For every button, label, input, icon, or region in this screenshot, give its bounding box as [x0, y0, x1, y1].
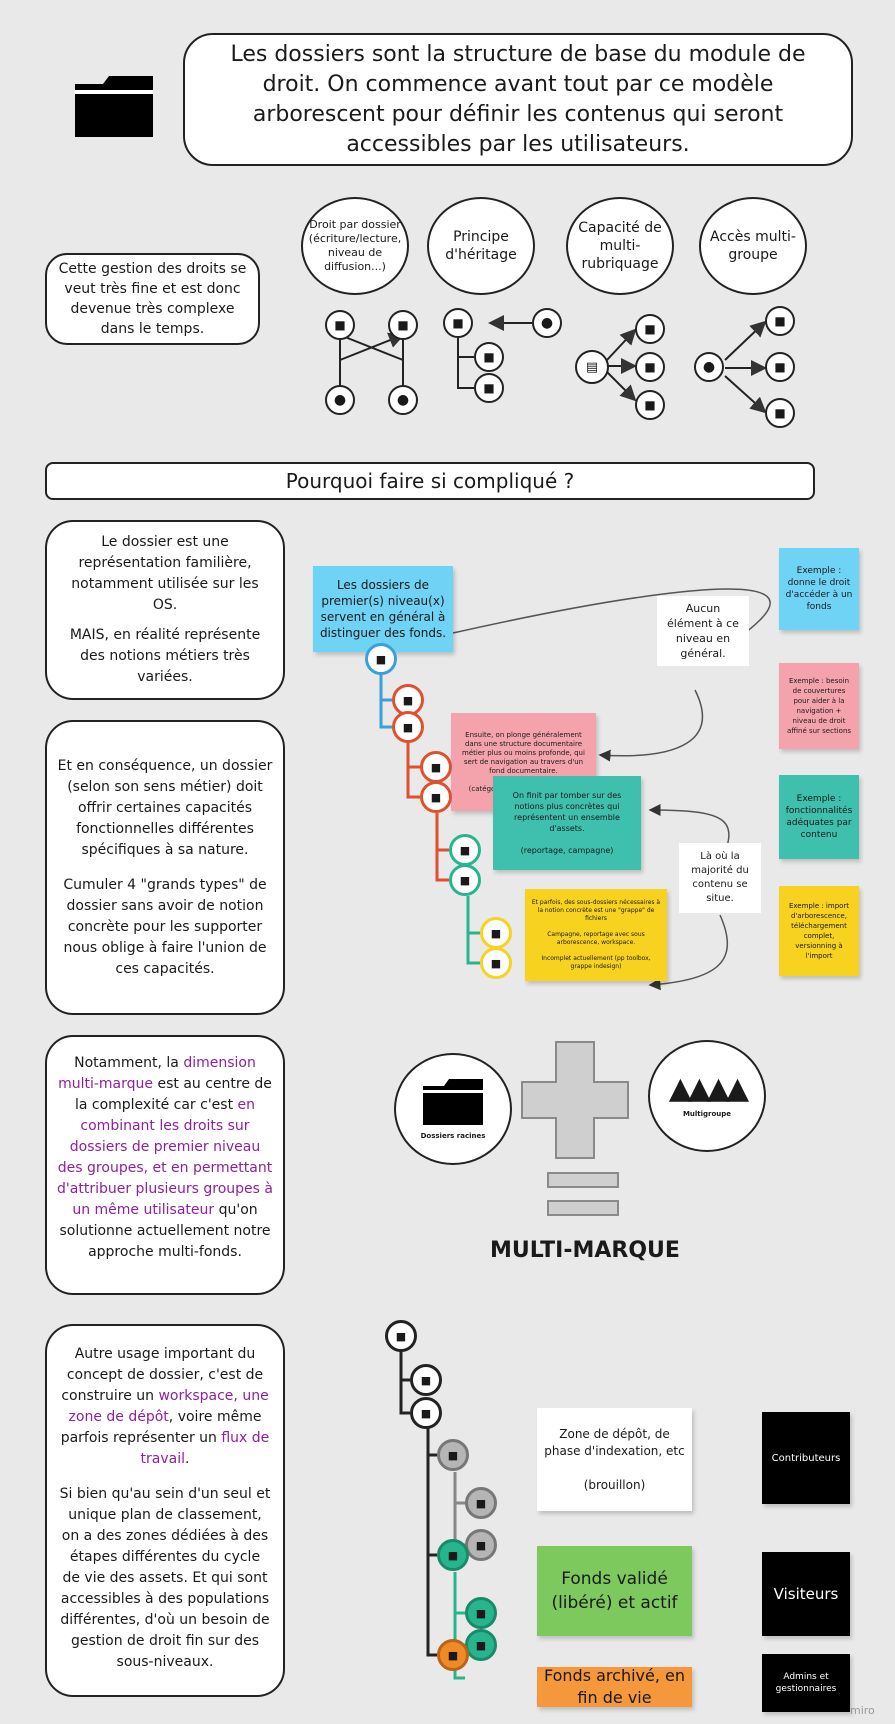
folder-node: ■ [410, 1397, 442, 1429]
folder-node-green: ■ [437, 1539, 469, 1571]
folder-node-red: ■ [420, 751, 452, 783]
user-icon: ● [694, 352, 724, 382]
familiar-note: Le dossier est une représentation famili… [45, 520, 285, 700]
capability-circle-multi-group: Accès multi-groupe [699, 197, 807, 295]
complexity-note: Cette gestion des droits se veut très fi… [45, 253, 260, 345]
plus-icon [520, 1040, 630, 1160]
image-icon: ▤ [575, 350, 609, 384]
folder-icon: ■ [635, 352, 665, 382]
sticky-majority: Là où la majorité du contenu se situe. [679, 843, 761, 913]
root-folders-label: Dossiers racines [420, 1132, 486, 1140]
sticky-concrete: On finit par tomber sur des notions plus… [493, 776, 641, 870]
folder-node: ■ [410, 1364, 442, 1396]
familiar-note-p1: Le dossier est une représentation famili… [71, 534, 259, 613]
why-banner: Pourquoi faire si compliqué ? [45, 462, 815, 500]
folder-icon [73, 74, 155, 139]
consequence-note-p1: Et en conséquence, un dossier (selon son… [57, 757, 273, 858]
folder-icon: ■ [765, 398, 795, 428]
multimarque-text-2: est au centre de la complexité car c'est [74, 1076, 272, 1113]
familiar-note-p2: MAIS, en réalité représente des notions … [69, 627, 261, 685]
sticky-example-nav: Exemple : besoin de couvertures pour aid… [779, 663, 859, 749]
folder-node-gray: ■ [465, 1487, 497, 1519]
folder-node-red: ■ [392, 711, 424, 743]
sticky-sometimes: Et parfois, des sous-dossiers nécessaire… [525, 889, 667, 981]
folder-node-green: ■ [465, 1597, 497, 1629]
audience-admins: Admins et gestionnaires [762, 1654, 850, 1712]
sticky-first-level: Les dossiers de premier(s) niveau(x) ser… [313, 566, 453, 652]
folder-icon [423, 1079, 483, 1125]
workspace-text-2: , voire même parfois représenter un [60, 1409, 262, 1446]
folder-icon: ■ [325, 310, 355, 340]
workspace-highlight-1: workspace, une zone de dépôt [68, 1388, 269, 1425]
people-icon: ▲▲▲▲ [668, 1071, 749, 1106]
folder-node-gray: ■ [465, 1529, 497, 1561]
multigroup-circle: ▲▲▲▲ Multigroupe [648, 1040, 766, 1152]
sticky-example-import: Exemple : import d'arborescence, télécha… [779, 886, 859, 976]
workspace-note: Autre usage important du concept de doss… [45, 1324, 285, 1697]
folder-node-orange: ■ [437, 1639, 469, 1671]
sticky-example-access: Exemple : donne le droit d'accéder à un … [779, 548, 859, 630]
audience-visitors: Visiteurs [762, 1552, 850, 1636]
folder-icon: ■ [474, 373, 504, 403]
miro-watermark: miro [850, 1704, 875, 1717]
consequence-note-p2: Cumuler 4 "grands types" de dossier sans… [63, 876, 267, 977]
multimarque-text-1: Notamment, la [74, 1055, 184, 1071]
folder-node-green: ■ [465, 1629, 497, 1661]
workspace-text-1: Autre usage important du concept de doss… [61, 1346, 264, 1404]
folder-node-yellow: ■ [480, 947, 512, 979]
workspace-highlight-2: flux de travail [140, 1430, 270, 1467]
user-icon: ● [325, 385, 355, 415]
folder-node-blue: ■ [365, 643, 397, 675]
workspace-text-3: . [185, 1451, 190, 1467]
folder-node: ■ [385, 1320, 417, 1352]
zone-archived: Fonds archivé, en fin de vie [537, 1666, 692, 1707]
folder-icon: ■ [635, 314, 665, 344]
multimarque-highlight-2: en combinant les droits sur dossiers de … [57, 1097, 273, 1218]
equals-icon [547, 1172, 619, 1218]
zone-draft: Zone de dépôt, de phase d'indexation, et… [537, 1408, 692, 1511]
multimarque-result: MULTI-MARQUE [490, 1238, 680, 1263]
folder-icon: ■ [388, 310, 418, 340]
capability-circle-rights: Droit par dossier (écriture/lecture, niv… [301, 197, 409, 295]
user-icon: ● [388, 385, 418, 415]
zone-active: Fonds validé (libéré) et actif [537, 1546, 692, 1636]
folder-icon: ■ [765, 352, 795, 382]
sticky-example-func: Exemple : fonctionnalités adéquates par … [779, 775, 859, 859]
folder-icon: ■ [765, 306, 795, 336]
multimarque-highlight-1: dimension multi-marque [58, 1055, 256, 1092]
folder-node-red: ■ [392, 684, 424, 716]
capability-circle-inheritance: Principe d'héritage [427, 197, 535, 295]
multimarque-text-3: qu'on solutionne actuellement notre appr… [59, 1202, 271, 1260]
folder-node-red: ■ [420, 781, 452, 813]
folder-node-green: ■ [449, 864, 481, 896]
user-icon: ● [532, 308, 562, 338]
multimarque-note: Notamment, la dimension multi-marque est… [45, 1035, 285, 1295]
consequence-note: Et en conséquence, un dossier (selon son… [45, 720, 285, 1015]
folder-node-gray: ■ [437, 1439, 469, 1471]
folder-icon: ■ [635, 390, 665, 420]
workspace-p2: Si bien qu'au sein d'un seul et unique p… [59, 1486, 271, 1670]
capability-circle-multi-rubric: Capacité de multi-rubriquage [566, 197, 674, 295]
root-folders-circle: Dossiers racines [394, 1053, 512, 1165]
folder-node-green: ■ [449, 834, 481, 866]
folder-node-yellow: ■ [480, 917, 512, 949]
sticky-no-element: Aucun élément à ce niveau en général. [657, 596, 749, 666]
multigroup-label: Multigroupe [682, 1110, 732, 1118]
audience-contributors: Contributeurs [762, 1412, 850, 1504]
intro-box: Les dossiers sont la structure de base d… [183, 33, 853, 166]
folder-icon: ■ [443, 308, 473, 338]
folder-icon: ■ [474, 342, 504, 372]
